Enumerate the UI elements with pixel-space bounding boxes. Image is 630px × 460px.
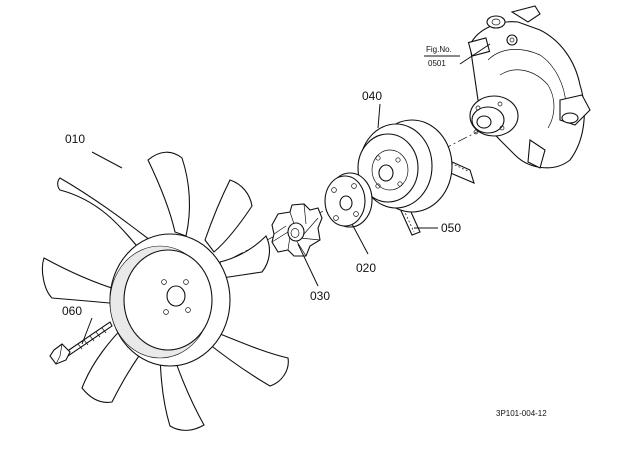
water-pump	[467, 5, 591, 169]
label-spacer: 030	[310, 289, 330, 303]
label-belt: 050	[441, 221, 461, 235]
fan-pulley	[357, 119, 453, 213]
label-bolt: 060	[62, 304, 82, 318]
drawing-code: 3P101-004-12	[496, 409, 547, 418]
leader-lines	[81, 43, 491, 345]
label-fan: 010	[65, 132, 85, 146]
figure-reference: Fig.No. 0501	[424, 45, 460, 68]
label-spacer-plate: 020	[356, 261, 376, 275]
figure-ref-line1: Fig.No.	[426, 45, 452, 54]
cooling-fan	[41, 151, 289, 431]
hex-bolt	[49, 321, 113, 365]
fan-spacer	[271, 203, 323, 257]
figure-ref-line2: 0501	[428, 59, 446, 68]
label-pulley: 040	[362, 89, 382, 103]
spacer-plate	[324, 172, 373, 228]
